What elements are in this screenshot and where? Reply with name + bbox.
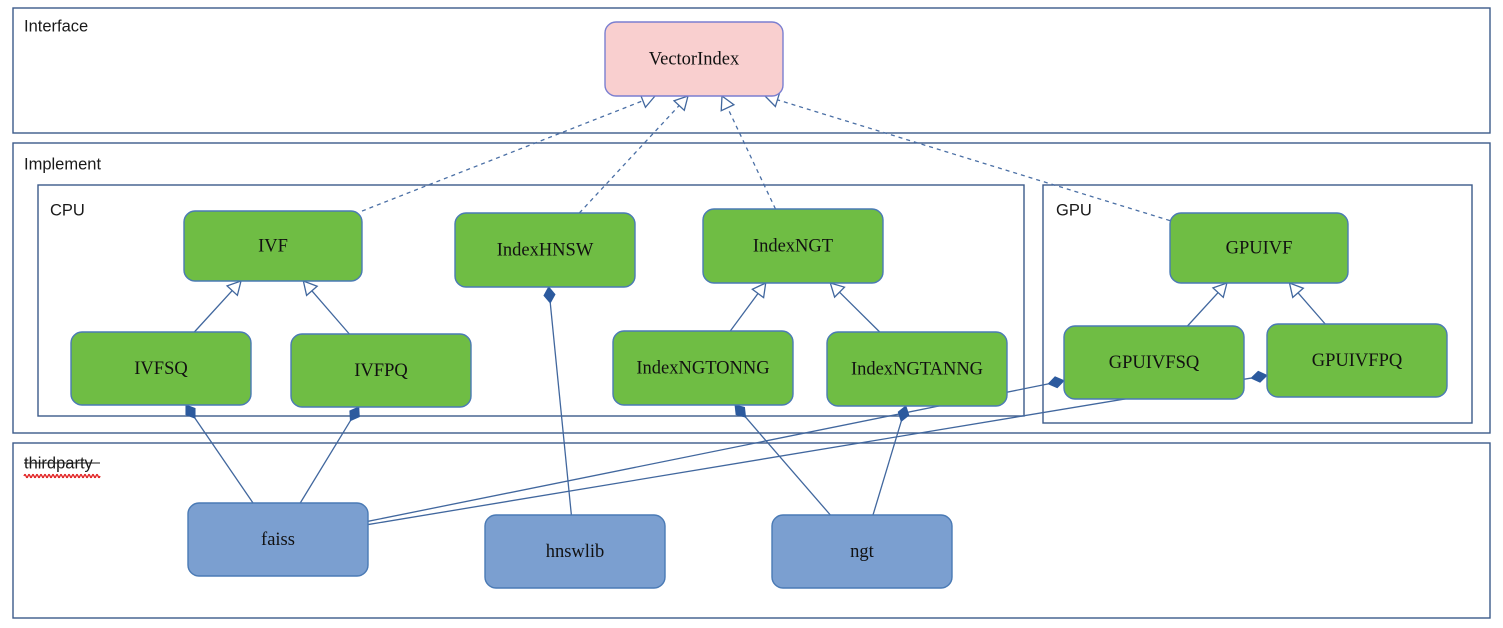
edge-line-4 [193, 290, 233, 333]
edge-faiss-to-gpuivfpq [367, 370, 1268, 526]
node-ivfpq[interactable]: IVFPQ [290, 333, 472, 408]
composition-diamond-12 [1047, 376, 1065, 389]
node-label-indexngtonng: IndexNGTONNG [636, 358, 769, 378]
edge-gpuivfsq-to-gpuivf [1186, 281, 1228, 327]
composition-diamond-16 [897, 405, 910, 423]
edge-faiss-to-gpuivfsq [367, 376, 1065, 522]
edge-hnswlib-to-indexhnsw [543, 286, 573, 516]
edge-line-7 [839, 291, 881, 333]
node-box-gpuivfpq[interactable] [1266, 323, 1448, 398]
node-box-gpuivf[interactable] [1169, 212, 1349, 284]
edge-line-12 [367, 383, 1049, 522]
edge-line-13 [367, 377, 1252, 526]
edge-line-15 [745, 416, 831, 516]
node-box-vectorindex[interactable] [604, 21, 784, 97]
node-label-ivfpq: IVFPQ [354, 361, 408, 381]
node-ivf[interactable]: IVF [183, 210, 363, 282]
generalization-arrowhead-4 [225, 279, 242, 297]
node-indexngtonng[interactable]: IndexNGTONNG [612, 330, 794, 406]
node-box-ivf[interactable] [183, 210, 363, 282]
edge-indexhnsw-to-vectorindex [578, 94, 689, 214]
generalization-arrowhead-2 [720, 94, 736, 112]
node-label-ivf: IVF [258, 236, 288, 256]
container-label-gpu: GPU [1056, 201, 1092, 219]
node-label-gpuivf: GPUIVF [1226, 238, 1293, 258]
node-box-hnswlib[interactable] [484, 514, 666, 589]
edge-ngt-to-indexngtanng [872, 405, 910, 516]
node-box-ivfpq[interactable] [290, 333, 472, 408]
node-box-faiss[interactable] [187, 502, 369, 577]
edge-line-1 [578, 105, 680, 214]
edge-line-2 [726, 107, 777, 210]
spellcheck-underline-thirdparty [23, 473, 101, 479]
generalization-arrowhead-1 [672, 94, 689, 112]
node-gpuivf[interactable]: GPUIVF [1169, 212, 1349, 284]
edge-line-5 [311, 290, 350, 335]
node-box-indexngtonng[interactable] [612, 330, 794, 406]
node-label-ngt: ngt [850, 542, 875, 562]
node-label-faiss: faiss [261, 530, 295, 550]
generalization-arrowhead-6 [751, 281, 767, 299]
node-hnswlib[interactable]: hnswlib [484, 514, 666, 589]
node-gpuivfsq[interactable]: GPUIVFSQ [1063, 325, 1245, 400]
node-vectorindex[interactable]: VectorIndex [604, 21, 784, 97]
composition-diamond-13 [1250, 370, 1268, 383]
edge-line-0 [361, 100, 644, 212]
container-label-implement: Implement [24, 155, 101, 173]
edge-line-6 [729, 293, 759, 332]
composition-diamond-10 [185, 404, 196, 419]
node-gpuivfpq[interactable]: GPUIVFPQ [1266, 323, 1448, 398]
edge-line-14 [549, 302, 573, 516]
edge-gpuivfpq-to-gpuivf [1288, 281, 1326, 325]
edge-ivfpq-to-ivf [302, 279, 350, 335]
edge-ivfsq-to-ivf [193, 279, 242, 333]
edge-line-10 [194, 417, 254, 504]
node-label-ivfsq: IVFSQ [134, 359, 188, 379]
node-label-gpuivfpq: GPUIVFPQ [1312, 351, 1403, 371]
edge-faiss-to-ivfsq [185, 404, 254, 504]
edge-indexngt-to-vectorindex [720, 94, 777, 210]
edge-faiss-to-ivfpq [299, 406, 360, 504]
generalization-arrowhead-8 [1211, 281, 1228, 299]
container-label-cpu: CPU [50, 201, 85, 219]
node-label-hnswlib: hnswlib [546, 542, 605, 562]
edge-line-9 [1297, 292, 1326, 325]
node-ngt[interactable]: ngt [771, 514, 953, 589]
edge-group [185, 92, 1326, 526]
generalization-arrowhead-9 [1288, 281, 1305, 299]
edge-line-16 [872, 421, 902, 516]
node-indexngt[interactable]: IndexNGT [702, 208, 884, 284]
node-label-vectorindex: VectorIndex [649, 49, 740, 69]
node-box-indexhnsw[interactable] [454, 212, 636, 288]
node-box-indexngt[interactable] [702, 208, 884, 284]
edge-line-11 [299, 420, 351, 504]
container-label-interface: Interface [24, 17, 88, 35]
composition-diamond-14 [543, 286, 556, 304]
composition-diamond-15 [734, 404, 747, 418]
composition-diamond-11 [349, 406, 360, 422]
edge-ngt-to-indexngtonng [734, 404, 831, 516]
node-box-ngt[interactable] [771, 514, 953, 589]
node-label-indexngt: IndexNGT [753, 236, 833, 256]
node-indexngtanng[interactable]: IndexNGTANNG [826, 331, 1008, 407]
node-box-gpuivfsq[interactable] [1063, 325, 1245, 400]
generalization-arrowhead-7 [829, 282, 846, 299]
node-ivfsq[interactable]: IVFSQ [70, 331, 252, 406]
edge-indexngtonng-to-indexngt [729, 281, 767, 332]
node-label-indexngtanng: IndexNGTANNG [851, 359, 983, 379]
edge-line-8 [1186, 292, 1219, 327]
node-box-ivfsq[interactable] [70, 331, 252, 406]
generalization-arrowhead-5 [302, 279, 319, 297]
node-label-indexhnsw: IndexHNSW [497, 240, 594, 260]
node-box-indexngtanng[interactable] [826, 331, 1008, 407]
edge-indexngtanng-to-indexngt [829, 282, 881, 333]
node-label-gpuivfsq: GPUIVFSQ [1109, 353, 1200, 373]
node-indexhnsw[interactable]: IndexHNSW [454, 212, 636, 288]
node-faiss[interactable]: faiss [187, 502, 369, 577]
